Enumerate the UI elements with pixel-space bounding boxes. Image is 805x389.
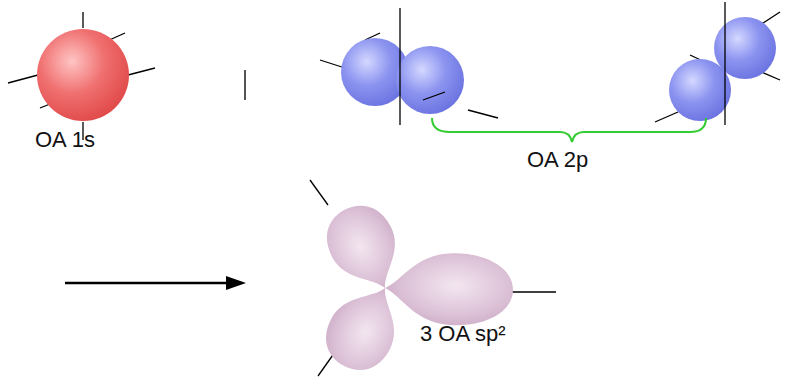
- sp2-orbitals: [310, 180, 556, 381]
- group-brace: [432, 118, 706, 142]
- orbital-label: 3 OA sp²: [420, 322, 506, 346]
- orbital-label: OA 2p: [527, 148, 588, 172]
- orbital-label: OA 1s: [35, 128, 95, 152]
- reaction-arrow: [65, 276, 246, 290]
- separator: [244, 70, 246, 100]
- p-orbital: [320, 8, 498, 125]
- s-orbital: [8, 12, 155, 140]
- p-orbital: [655, 2, 780, 125]
